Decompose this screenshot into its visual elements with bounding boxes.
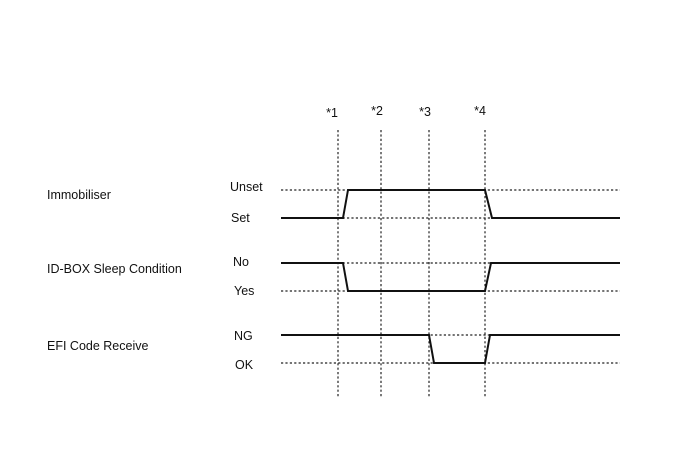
signal-efi-code-receive: EFI Code Receive NG OK [47, 329, 620, 372]
waveform-immobiliser [281, 189, 620, 219]
marker-label-1: *1 [326, 106, 338, 120]
level-label-set: Set [231, 211, 250, 225]
waveform-id-box-sleep [281, 262, 620, 292]
time-markers: *1 *2 *3 *4 [326, 104, 486, 397]
waveform-efi-code-receive [281, 334, 620, 364]
marker-label-2: *2 [371, 104, 383, 118]
level-label-ng: NG [234, 329, 253, 343]
signal-id-box-sleep: ID-BOX Sleep Condition No Yes [47, 255, 620, 298]
marker-label-3: *3 [419, 105, 431, 119]
level-label-yes: Yes [234, 284, 254, 298]
marker-label-4: *4 [474, 104, 486, 118]
signal-name-id-box-sleep: ID-BOX Sleep Condition [47, 262, 182, 276]
level-label-unset: Unset [230, 180, 263, 194]
level-label-no: No [233, 255, 249, 269]
level-label-ok: OK [235, 358, 254, 372]
signal-name-immobiliser: Immobiliser [47, 188, 111, 202]
signal-name-efi-code-receive: EFI Code Receive [47, 339, 148, 353]
signal-immobiliser: Immobiliser Unset Set [47, 180, 620, 225]
